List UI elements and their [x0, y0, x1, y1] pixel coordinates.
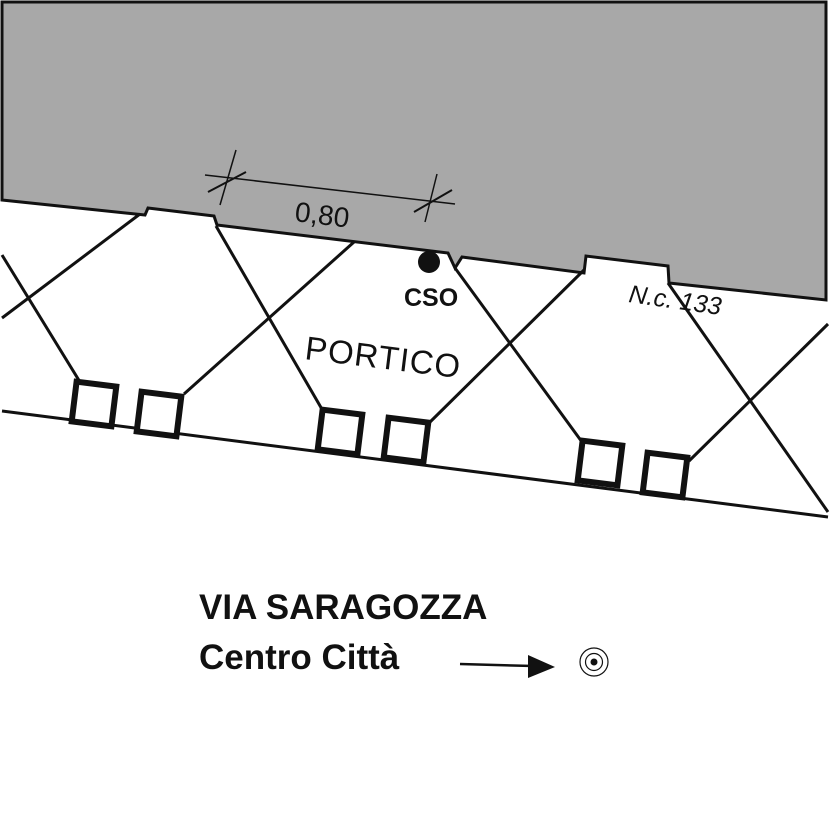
pillar	[380, 414, 432, 466]
pillar	[133, 388, 185, 440]
pillar	[574, 437, 626, 489]
direction-label: Centro Città	[199, 638, 400, 677]
cso-marker	[418, 251, 440, 273]
portico-label: PORTICO	[303, 329, 463, 385]
dimension-line	[204, 149, 456, 223]
dimension-label: 0,80	[293, 196, 351, 233]
pillar	[639, 449, 691, 501]
pillar	[314, 406, 366, 458]
target-circle-icon	[579, 647, 609, 677]
street-name: VIA SARAGOZZA	[199, 588, 488, 627]
pillars	[68, 378, 691, 501]
building-block	[0, 0, 828, 302]
pillar	[68, 378, 120, 430]
arrow-right-icon	[459, 655, 555, 678]
cso-label: CSO	[404, 284, 458, 312]
